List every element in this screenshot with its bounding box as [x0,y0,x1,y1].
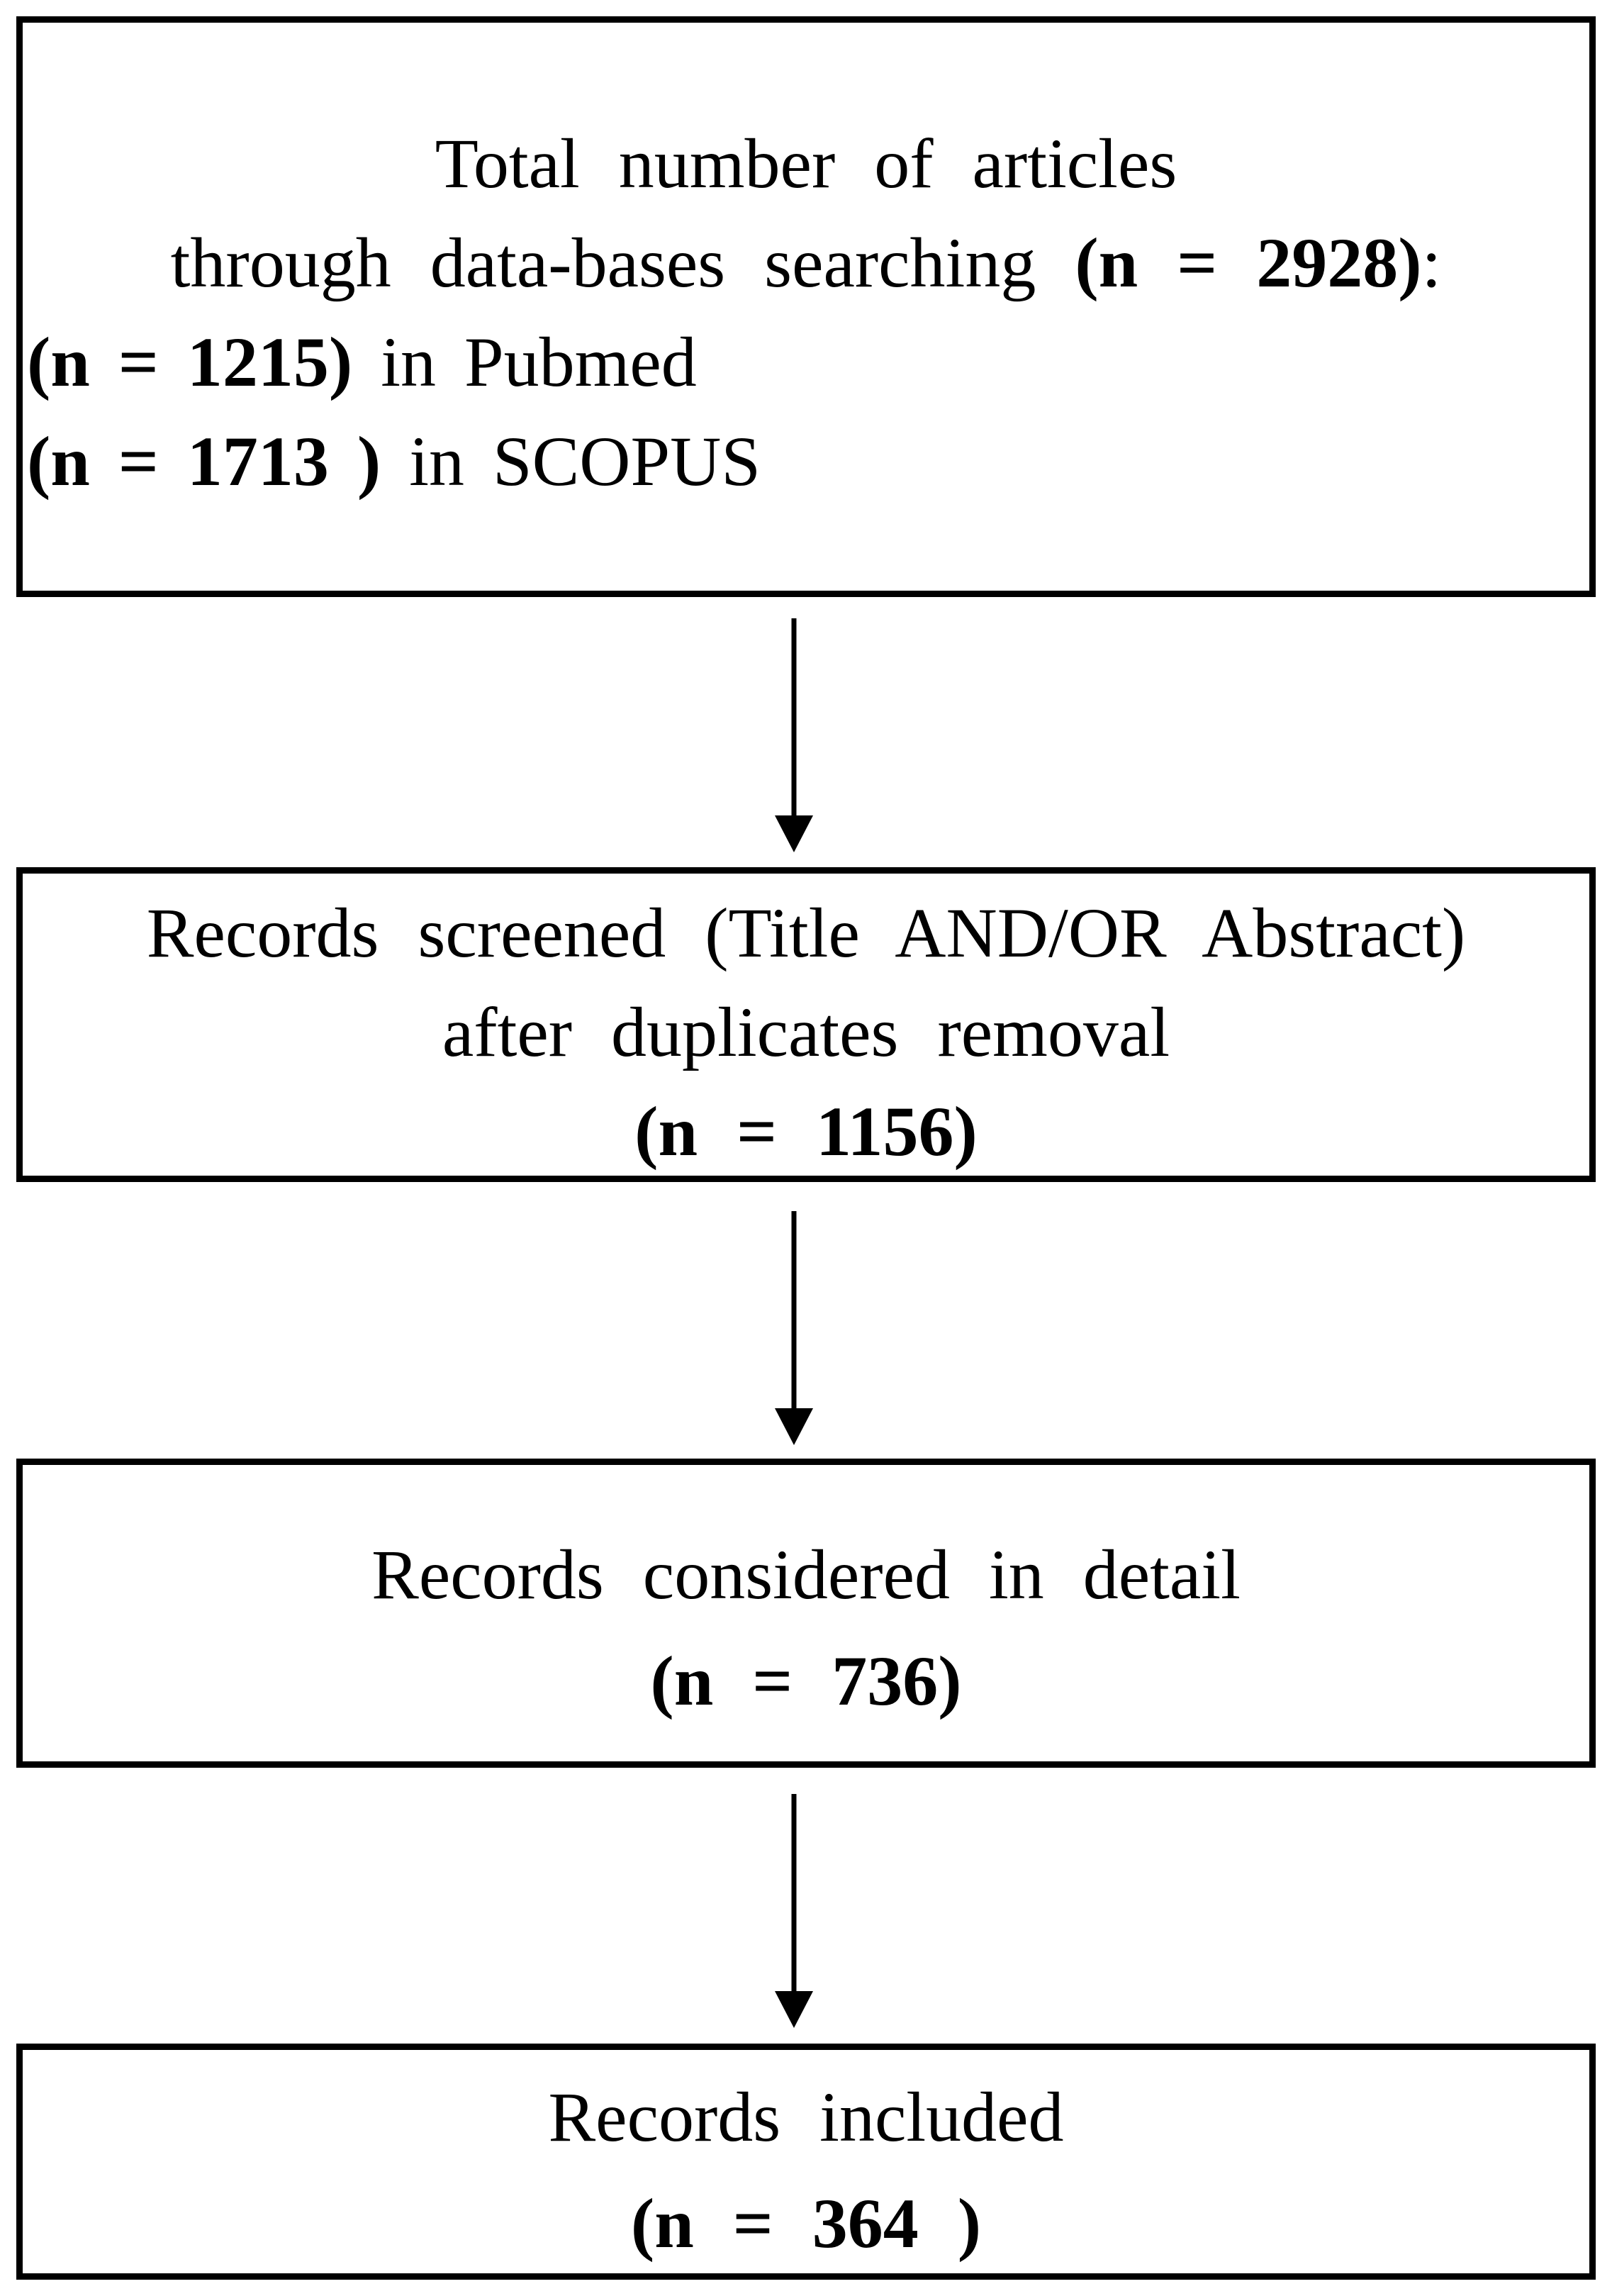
box4-line1: Records included [23,2064,1589,2170]
box1-line1: Total number of articles [23,114,1589,213]
box3-line1: Records considered in detail [23,1522,1589,1628]
box1-line2: through data-bases searching (n = 2928): [23,213,1589,313]
box4-line2: (n = 364 ) [23,2170,1589,2277]
box1-line4: (n = 1713 ) in SCOPUS [23,412,1589,511]
box1-scopus-count: (n = 1713 ) [27,422,381,501]
box2-line1-seg1: Records screened (Title AND/OR Abstract) [146,893,1466,972]
box2-line1: Records screened (Title AND/OR Abstract) [23,884,1589,983]
box1-pubmed-count: (n = 1215) [27,323,353,401]
box4-count: (n = 364 ) [630,2184,982,2263]
down-arrow-3-icon [775,1794,813,2028]
flow-box-included: Records included (n = 364 ) [16,2044,1596,2280]
box1-line1-seg1: Total number of articles [435,124,1177,203]
box3-count: (n = 736) [650,1642,962,1720]
box2-line2: after duplicates removal [23,983,1589,1082]
down-arrow-1-icon [775,618,813,852]
box2-count: (n = 1156) [634,1092,978,1171]
box1-line2-count: (n = 2928) [1075,223,1422,302]
box1-line2-seg1: through data-bases searching [170,223,1075,302]
flow-box-considered-in-detail: Records considered in detail (n = 736) [16,1459,1596,1768]
box3-line2: (n = 736) [23,1628,1589,1734]
down-arrow-2-icon [775,1211,813,1445]
box2-line3: (n = 1156) [23,1082,1589,1181]
box4-line1-seg1: Records included [548,2078,1064,2156]
flow-box-screening: Records screened (Title AND/OR Abstract)… [16,867,1596,1182]
box2-line2-seg1: after duplicates removal [442,993,1170,1071]
box3-line1-seg1: Records considered in detail [371,1535,1241,1614]
flow-box-identification: Total number of articles through data-ba… [16,16,1596,597]
box1-line2-seg3: : [1421,223,1442,302]
box1-line3: (n = 1215) in Pubmed [23,313,1589,412]
box1-line3-seg2: in Pubmed [352,323,697,401]
box1-line4-seg2: in SCOPUS [381,422,761,501]
